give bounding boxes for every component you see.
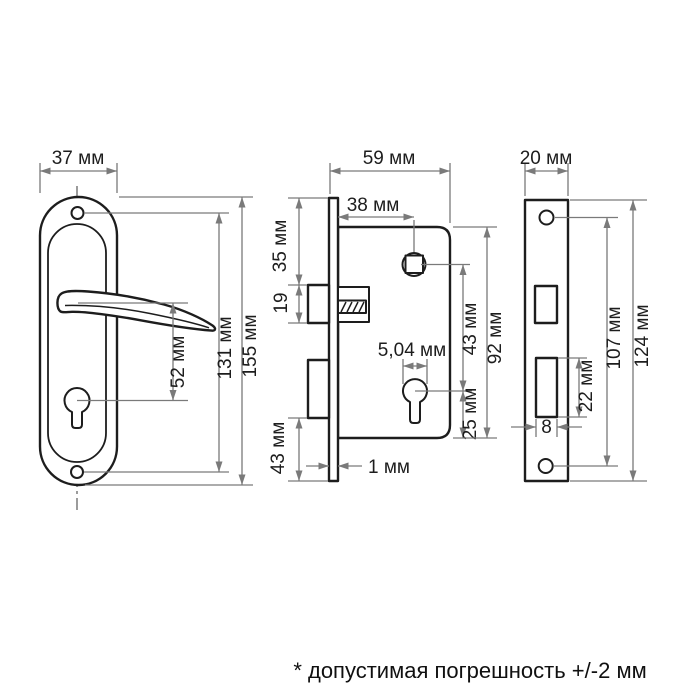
strike-top-screw-hole: [538, 209, 555, 226]
dim-top-to-latch: 35 мм: [270, 197, 328, 286]
dim-strike-screw-spacing: 107 мм: [554, 216, 625, 467]
plate-keyhole: [63, 387, 91, 429]
dim-bolt-cutout-width: 8: [511, 417, 582, 438]
dim-bolt-to-plate-bottom: 43 мм: [268, 417, 328, 482]
dim-plate-screw-spacing: 131 мм: [84, 212, 236, 473]
dim-label-59mm: 59 мм: [363, 148, 416, 169]
dim-strike-height: 124 мм: [570, 199, 653, 482]
latch-cutout: [533, 284, 559, 325]
dim-label-38mm: 38 мм: [347, 195, 400, 216]
dim-plate-height: 155 мм: [85, 196, 261, 486]
dim-label-124mm: 124 мм: [632, 304, 653, 367]
dim-label-19: 19: [271, 292, 292, 313]
plate-top-screw-hole: [70, 206, 85, 220]
dim-label-43mm-left: 43 мм: [268, 422, 289, 475]
dim-faceplate-thickness: 1 мм: [306, 457, 410, 478]
dim-label-25mm: 25 мм: [460, 388, 481, 441]
lock-body-view: 59 мм 38 мм 35 мм 19 5,04 мм: [268, 148, 506, 483]
dim-label-155mm: 155 мм: [240, 314, 261, 377]
body-cylinder-keyhole: [402, 378, 428, 424]
deadbolt-head: [306, 358, 331, 420]
dim-label-8: 8: [541, 417, 552, 438]
strike-plate-outline: [523, 198, 570, 483]
lock-body-outline: [336, 225, 452, 440]
dim-label-22mm: 22 мм: [576, 360, 597, 413]
deadbolt-cutout: [534, 356, 559, 419]
dim-cylinder-width: 5,04 мм: [378, 340, 446, 384]
strike-plate-view: 20 мм 22 мм 8 107 мм 124: [511, 148, 653, 483]
dim-latch-height: 19: [271, 285, 307, 324]
dim-label-20mm: 20 мм: [520, 148, 573, 169]
dim-spindle-to-cylinder: 43 мм: [421, 263, 481, 391]
plate-bottom-screw-hole: [70, 465, 84, 479]
dim-bolt-cutout-height: 22 мм: [558, 357, 597, 418]
dim-label-35mm: 35 мм: [270, 220, 291, 273]
dim-label-131mm: 131 мм: [215, 316, 236, 379]
tolerance-note: * допустимая погрешность +/-2 мм: [293, 658, 646, 683]
dim-label-37mm: 37 мм: [52, 148, 105, 169]
dim-label-1mm: 1 мм: [368, 457, 410, 478]
dim-label-92mm: 92 мм: [485, 312, 506, 365]
dim-label-43mm-right: 43 мм: [460, 303, 481, 356]
handle-plate-view: 37 мм 52 мм 131 мм 155 мм: [38, 148, 261, 510]
dim-label-5-04mm: 5,04 мм: [378, 340, 446, 361]
dim-body-height: 92 мм: [453, 226, 506, 439]
spindle-square: [404, 254, 424, 274]
latch-bolt-head: [306, 283, 331, 325]
dim-strike-width: 20 мм: [520, 148, 573, 196]
plate-inner-border: [47, 223, 107, 463]
dim-plate-width: 37 мм: [39, 148, 118, 193]
dim-backset: 38 мм: [338, 195, 415, 252]
strike-bottom-screw-hole: [537, 458, 554, 474]
latch-shaft-hatching: [340, 301, 365, 313]
faceplate-edge: [327, 196, 340, 483]
dim-cylinder-to-bottom: 25 мм: [415, 388, 481, 441]
lever-handle-contour: [64, 304, 210, 329]
dim-body-width: 59 мм: [329, 148, 451, 223]
plate-outline: [38, 195, 119, 487]
dim-handle-to-keyhole: 52 мм: [77, 302, 189, 402]
dim-label-107mm: 107 мм: [604, 306, 625, 369]
dim-label-52mm: 52 мм: [168, 336, 189, 389]
